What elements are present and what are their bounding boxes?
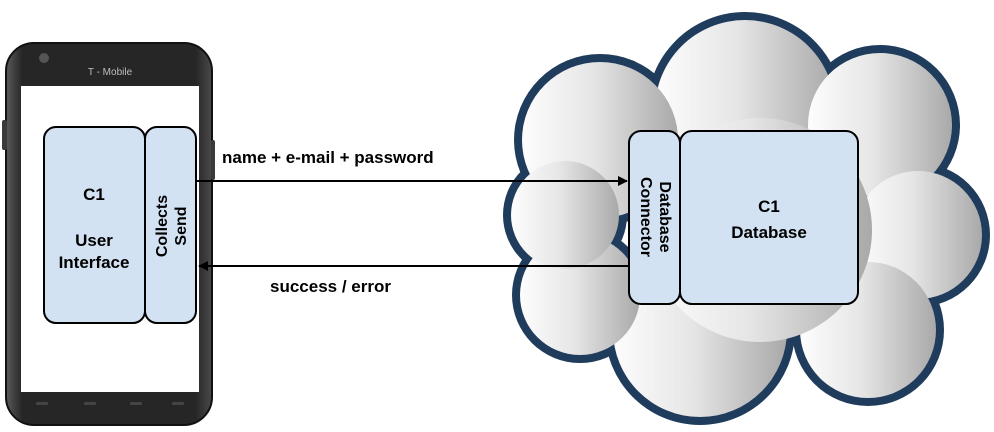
collects-send-label-line2: Send xyxy=(173,206,190,245)
response-arrow: success / error xyxy=(198,261,629,296)
home-key-icon xyxy=(84,402,96,405)
database-box-title: C1 xyxy=(758,197,780,216)
smartphone: T - Mobile C1 User Interface Collects Se… xyxy=(2,42,215,426)
collects-send-label-line1: Collects xyxy=(154,195,171,257)
user-interface-box-label-line2: Interface xyxy=(59,253,130,272)
user-interface-box-label-line1: User xyxy=(75,231,113,250)
menu-key-icon xyxy=(36,402,48,405)
search-key-icon xyxy=(172,402,184,405)
response-arrow-label: success / error xyxy=(270,277,391,296)
user-interface-box-title: C1 xyxy=(83,185,105,204)
cloud: C1 Database Database Connector xyxy=(503,12,990,425)
phone-side-button xyxy=(211,140,215,180)
database-box-label: Database xyxy=(731,223,807,242)
back-key-icon xyxy=(130,402,142,405)
carrier-label: T - Mobile xyxy=(88,67,133,78)
collects-send-box: Collects Send xyxy=(144,126,197,324)
request-arrow-label: name + e-mail + password xyxy=(222,148,434,167)
database-connector-label-line1: Database xyxy=(656,181,673,252)
phone-side-button xyxy=(2,120,7,150)
database-box: C1 Database xyxy=(679,130,859,305)
phone-nav-icons xyxy=(36,402,184,405)
request-arrow: name + e-mail + password xyxy=(197,148,628,186)
database-connector-label-line2: Connector xyxy=(637,177,654,257)
user-interface-box: C1 User Interface xyxy=(43,126,146,324)
database-connector-box: Database Connector xyxy=(628,130,681,305)
phone-camera-icon xyxy=(39,53,49,63)
